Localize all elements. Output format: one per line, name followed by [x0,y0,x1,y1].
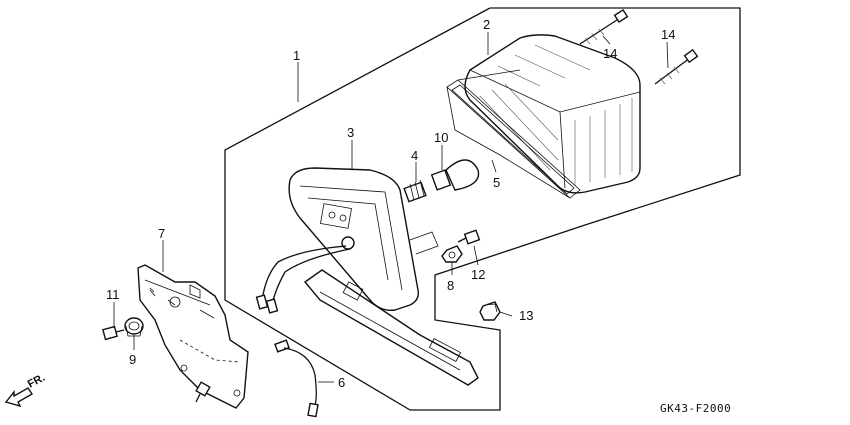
callout-4: 4 [411,148,418,163]
license-light-base [303,269,479,386]
assembly-boundary [224,7,741,411]
lens-gasket [446,69,581,199]
callout-11: 11 [106,287,120,302]
license-bracket [137,264,249,409]
callout-3: 3 [347,125,354,140]
bolt-12 [457,229,481,245]
bracket-bolt [195,381,211,403]
grommet-9 [124,317,144,337]
bulb-socket [403,179,427,203]
socket-wires [255,236,355,314]
callout-10: 10 [434,130,448,145]
screw-right [654,48,699,85]
callout-14-left: 14 [603,46,617,61]
callout-6: 6 [338,375,345,390]
callout-1: 1 [293,48,300,63]
reflector-window [320,203,352,229]
nut-13 [479,301,501,321]
callout-14-right: 14 [661,27,675,42]
callout-7: 7 [158,226,165,241]
bolt-11 [102,325,125,341]
front-direction-arrow: FR. [4,372,47,408]
callout-2: 2 [483,17,490,32]
license-light-wire [274,339,319,418]
callout-8: 8 [447,278,454,293]
callout-9: 9 [129,352,136,367]
nut-8 [441,245,463,263]
screw-left [579,8,629,45]
callout-12: 12 [471,267,485,282]
callout-13: 13 [519,308,533,323]
callout-5: 5 [493,175,500,190]
leader-lines [113,32,669,383]
bulb [430,159,480,191]
front-marker-label: FR. [26,372,47,391]
callouts: 1 2 3 4 5 6 7 8 9 10 11 12 13 14 14 [106,17,675,390]
drawing-code: GK43-F2000 [660,402,731,415]
tail-light-housing [288,167,439,311]
